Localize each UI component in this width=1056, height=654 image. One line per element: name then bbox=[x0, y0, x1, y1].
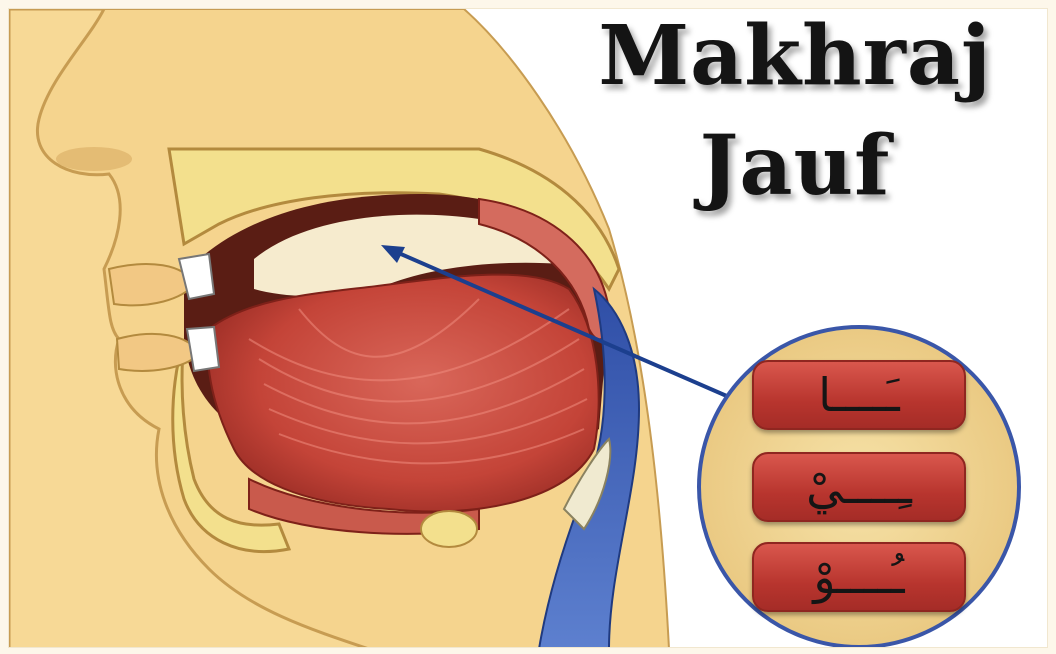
letter-waw-dammah: ـُــــوْ bbox=[754, 544, 964, 610]
hyoid-bone bbox=[421, 511, 477, 547]
letter-alif-fathah: ـَــــا bbox=[754, 362, 964, 428]
nostril-shade bbox=[56, 147, 132, 171]
letter-pill-ya: ـِــــيْ bbox=[752, 452, 966, 522]
letter-pill-waw: ـُــــوْ bbox=[752, 542, 966, 612]
title-line-2: Jauf bbox=[560, 118, 1030, 214]
letter-pill-alif: ـَــــا bbox=[752, 360, 966, 430]
title-line-1: Makhraj bbox=[560, 8, 1030, 104]
letter-ya-kasrah: ـِــــيْ bbox=[754, 454, 964, 520]
